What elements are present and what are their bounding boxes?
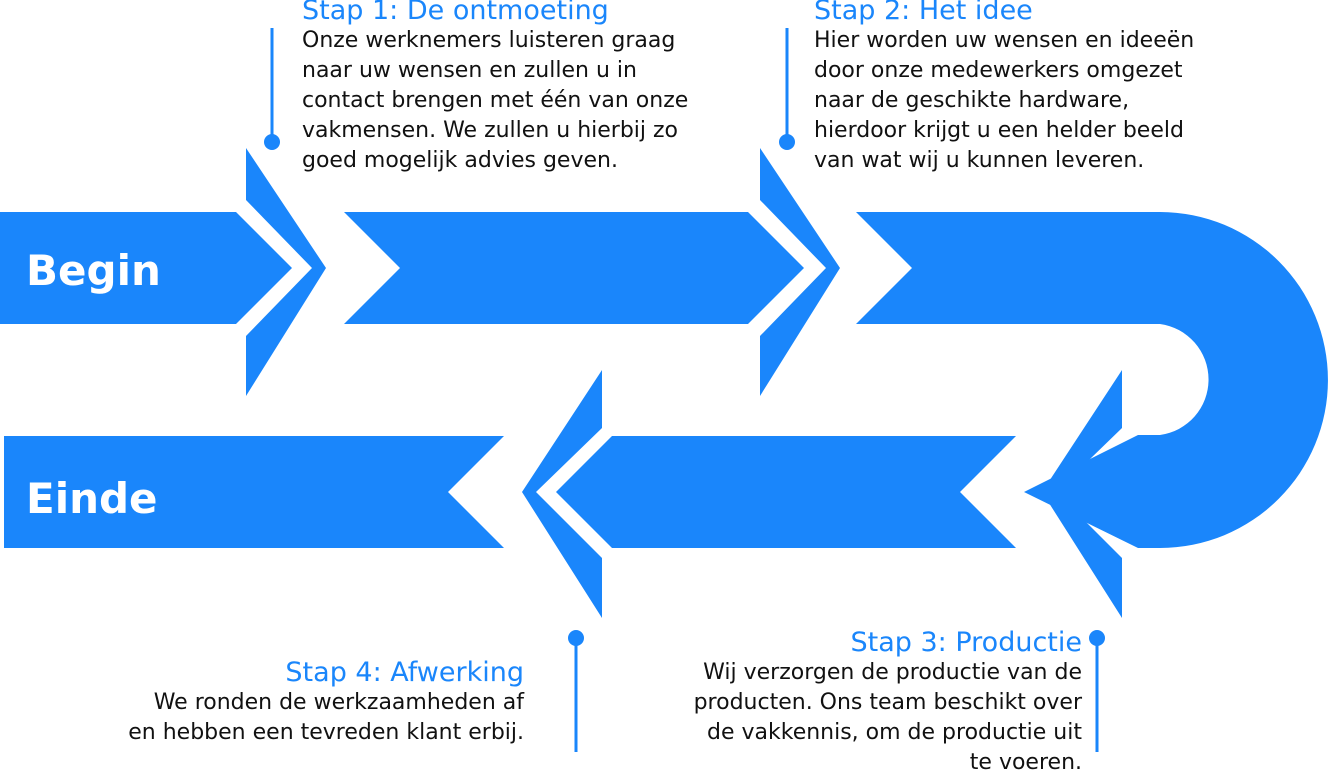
step-1-line: goed mogelijk advies geven.: [302, 148, 618, 173]
step-1-description: Onze werknemers luisteren graag naar uw …: [302, 26, 762, 176]
step-2-title: Stap 2: Het idee: [814, 0, 1033, 26]
step-1-title: Stap 1: De ontmoeting: [302, 0, 609, 26]
step-2-line: hierdoor krijgt u een helder beeld: [814, 118, 1184, 143]
step-1-line: naar uw wensen en zullen u in: [302, 58, 637, 83]
step-3-connector-dot: [1089, 630, 1105, 646]
step-1-line: Onze werknemers luisteren graag: [302, 28, 676, 53]
step-4-description: We ronden de werkzaamheden af en hebben …: [54, 688, 524, 748]
band-u-turn: [856, 212, 1328, 548]
step-3-line: de vakkennis, om de productie uit: [707, 720, 1082, 745]
step-4-line: We ronden de werkzaamheden af: [153, 690, 524, 715]
step-2-line: door onze medewerkers omgezet: [814, 58, 1183, 83]
step-3-title: Stap 3: Productie: [850, 627, 1082, 658]
chevron-right-1: [246, 148, 326, 396]
step-4-line: en hebben een tevreden klant erbij.: [128, 720, 524, 745]
step-2-description: Hier worden uw wensen en ideeën door onz…: [814, 26, 1274, 176]
start-label: Begin: [26, 246, 161, 295]
step-1-connector-dot: [264, 134, 280, 150]
chevron-right-2: [760, 148, 840, 396]
step-3-line: Wij verzorgen de productie van de: [703, 660, 1082, 685]
step-2-line: Hier worden uw wensen en ideeën: [814, 28, 1195, 53]
step-3-line: te voeren.: [969, 750, 1082, 775]
step-3-line: producten. Ons team beschikt over: [693, 690, 1082, 715]
step-4-connector-dot: [568, 630, 584, 646]
step-3-block: Stap 3: Productie Wij verzorgen de produ…: [612, 628, 1082, 778]
band-bottom-segment-2: [4, 436, 504, 548]
band-bottom-segment-1: [556, 436, 1016, 548]
step-1-block: Stap 1: De ontmoeting Onze werknemers lu…: [302, 0, 762, 176]
step-3-description: Wij verzorgen de productie van de produc…: [612, 658, 1082, 778]
step-1-line: vakmensen. We zullen u hierbij zo: [302, 118, 679, 143]
chevron-left-2: [522, 370, 602, 618]
step-2-block: Stap 2: Het idee Hier worden uw wensen e…: [814, 0, 1274, 176]
end-label: Einde: [26, 474, 158, 523]
step-2-line: naar de geschikte hardware,: [814, 88, 1130, 113]
chevron-left-1: [1042, 370, 1122, 618]
step-4-title: Stap 4: Afwerking: [285, 657, 524, 688]
band-top-segment-1: [0, 212, 292, 324]
step-4-block: Stap 4: Afwerking We ronden de werkzaamh…: [54, 658, 524, 748]
step-2-connector-dot: [779, 134, 795, 150]
step-2-line: van wat wij u kunnen leveren.: [814, 148, 1145, 173]
band-top-segment-2: [344, 212, 804, 324]
step-1-line: contact brengen met één van onze: [302, 88, 689, 113]
